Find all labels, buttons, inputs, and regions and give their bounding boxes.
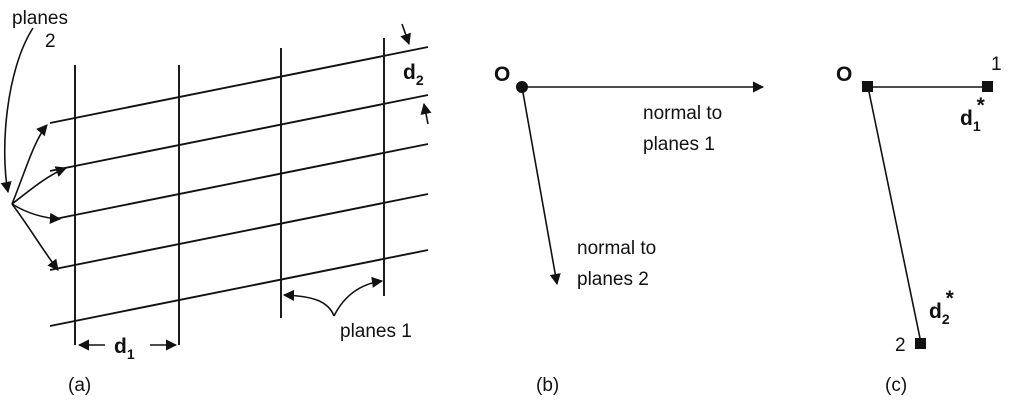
planes1-label: planes 1 xyxy=(340,321,412,342)
normal2-label-line1: normal to xyxy=(577,238,656,259)
d2-label: d2 xyxy=(403,61,424,88)
planes2-label-word: planes xyxy=(12,8,68,29)
normal2-arrow xyxy=(521,86,561,286)
panel-b: O normal to planes 1 normal to planes 2 … xyxy=(494,63,765,396)
caption-a: (a) xyxy=(68,375,91,396)
planes2-label-number: 2 xyxy=(45,31,56,52)
planes1-arrow-left xyxy=(282,289,335,317)
d2-arrow-bottom xyxy=(420,102,432,125)
normal1-label-line2: planes 1 xyxy=(643,134,715,155)
planes2-curved-arrow xyxy=(0,27,34,194)
fan-arrow-4 xyxy=(11,203,59,271)
point2-label: 2 xyxy=(895,335,906,356)
fan-arrow-2 xyxy=(11,166,68,205)
plane2-line-5 xyxy=(49,249,429,327)
point1-label: 1 xyxy=(991,54,1002,75)
fan-arrow-1 xyxy=(11,124,48,205)
fan-arrow-3 xyxy=(11,203,62,225)
d2-arrow-top xyxy=(400,23,411,46)
caption-c: (c) xyxy=(885,375,907,396)
origin-label-c: O xyxy=(836,63,852,86)
plane2-line-4 xyxy=(49,193,429,271)
planes1-arrow-right xyxy=(333,276,384,317)
d1-label: d1 xyxy=(114,335,135,362)
plane2-line-1 xyxy=(49,46,429,124)
panel-a: planes 2 d2 d1 planes 1 (a) xyxy=(0,8,432,396)
normal2-label-line2: planes 2 xyxy=(577,269,649,290)
d2-star-label: d2* xyxy=(929,287,955,327)
d1-star-label: d1* xyxy=(960,94,986,134)
reciprocal-point-2 xyxy=(915,338,926,349)
plane2-line-2 xyxy=(49,94,429,172)
origin-label-b: O xyxy=(494,63,510,86)
plane2-line-3 xyxy=(49,143,429,221)
reciprocal-point-1 xyxy=(982,81,993,92)
origin-point-c xyxy=(862,81,873,92)
normal1-label-line1: normal to xyxy=(643,103,722,124)
reciprocal-vector-2 xyxy=(867,86,922,344)
panel-c: O 1 2 d1* d2* (c) xyxy=(836,54,1002,396)
caption-b: (b) xyxy=(536,375,559,396)
